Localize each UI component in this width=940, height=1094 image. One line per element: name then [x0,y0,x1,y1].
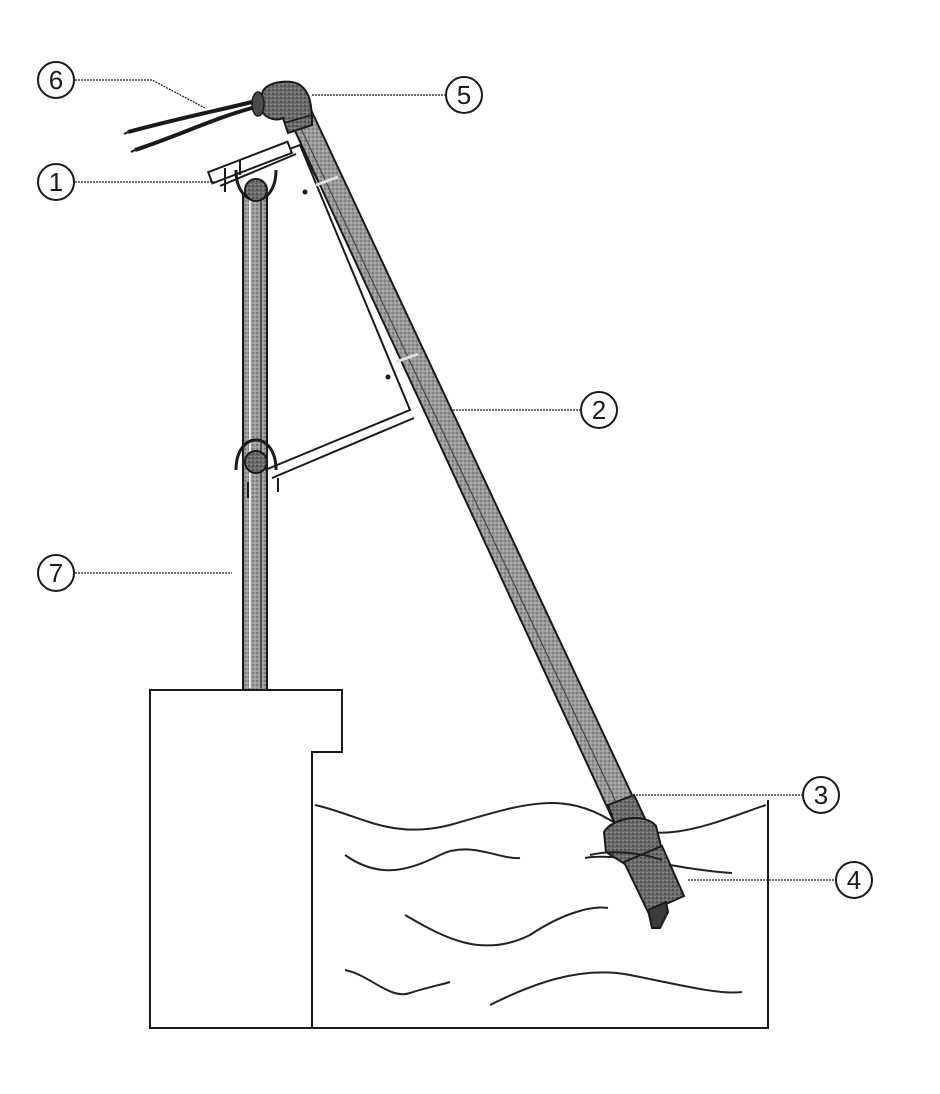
callout-5-label: 5 [457,80,471,110]
wave-line-5 [489,971,743,1006]
sensor-head [589,817,686,929]
wave-line-1 [344,848,521,872]
callout-1-label: 1 [49,167,63,197]
callout-7: 7 [37,554,75,592]
callout-3: 3 [802,776,840,814]
wave-line-4 [344,969,451,996]
callout-3-label: 3 [814,780,828,810]
cable-wires [123,100,253,153]
water-waves [314,802,767,1006]
top-clamp-ubolt [224,160,308,202]
callout-2-label: 2 [592,395,606,425]
callout-7-label: 7 [49,558,63,588]
callout-4-label: 4 [847,865,861,895]
elbow-fitting [251,80,314,135]
callout-1: 1 [37,163,75,201]
top-clamp-plate [206,140,294,185]
callout-6: 6 [37,61,75,99]
callout-2: 2 [580,391,618,429]
lower-clamp-ubolt [234,374,391,498]
callout-6-label: 6 [49,65,63,95]
wave-line-3 [404,906,609,947]
callout-5: 5 [445,76,483,114]
leader-lines [75,79,835,881]
callout-4: 4 [835,861,873,899]
water-tank [311,800,769,1029]
concrete-wall [149,689,343,1029]
leader-6 [75,79,206,109]
water-surface [314,802,767,834]
